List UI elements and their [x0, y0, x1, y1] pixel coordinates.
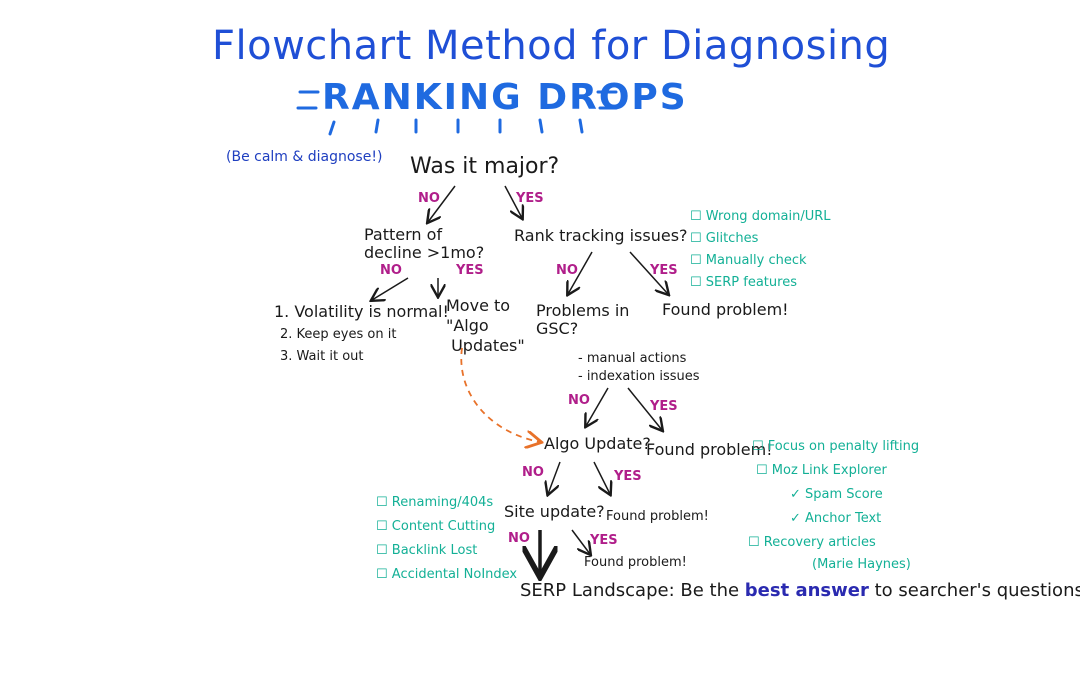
checklist-backlink-lost: ☐ Backlink Lost [376, 543, 478, 558]
checklist-marie-haynes: (Marie Haynes) [812, 557, 911, 572]
page-subtitle: RANKING DROPS [322, 77, 688, 118]
checklist-manually-check: ☐ Manually check [690, 253, 807, 268]
label-yes-gsc: YES [650, 399, 678, 414]
label-no-site: NO [508, 531, 530, 546]
checklist-recovery-articles: ☐ Recovery articles [748, 535, 876, 550]
arrow-rank-no [568, 251, 593, 294]
node-was-it-major: Was it major? [410, 154, 560, 179]
node-found-problem-4: Found problem! [584, 555, 687, 570]
checklist-content-cutting: ☐ Content Cutting [376, 519, 496, 534]
node-found-problem-2: Found problem! [646, 440, 773, 459]
calm-note: (Be calm & diagnose!) [226, 149, 383, 165]
serp-suffix: to searcher's questions. [874, 580, 1080, 601]
label-yes-algo: YES [614, 469, 642, 484]
arrow-site-yes [571, 529, 590, 554]
label-yes-site: YES [590, 533, 618, 548]
arrow-major-no [428, 185, 456, 222]
checklist-renaming-404s: ☐ Renaming/404s [376, 495, 494, 510]
checklist-penalty-lifting: ☐ Focus on penalty lifting [752, 439, 920, 454]
node-move-to-algo: Move to "Algo Updates" [446, 296, 525, 355]
node-algo-update: Algo Update? [544, 434, 651, 453]
arrow-rank-yes [629, 251, 668, 294]
node-found-problem-3: Found problem! [606, 509, 709, 524]
serp-prefix: SERP Landscape: Be the [520, 580, 740, 601]
page-title: Flowchart Method for Diagnosing [212, 23, 891, 69]
checklist-accidental-noindex: ☐ Accidental NoIndex [376, 567, 518, 582]
label-no-algo: NO [522, 465, 544, 480]
arrow-pattern-no [372, 277, 409, 300]
arrow-major-yes [504, 185, 522, 218]
gsc-item-manual-actions: - manual actions [578, 351, 687, 366]
label-no-rank: NO [556, 263, 578, 278]
node-problems-in-gsc: Problems in GSC? [536, 301, 630, 339]
arrow-algo-yes [593, 461, 610, 494]
node-site-update: Site update? [504, 502, 605, 521]
label-yes-rank: YES [650, 263, 678, 278]
sunburst-rays [296, 90, 618, 136]
serp-landscape-line: SERP Landscape: Be the best answer to se… [520, 582, 1080, 600]
label-yes-pattern: YES [456, 263, 484, 278]
arrow-gsc-no [586, 387, 609, 426]
volatility-step-3: 3. Wait it out [280, 349, 364, 364]
serp-best-answer: best answer [744, 580, 869, 601]
node-rank-tracking: Rank tracking issues? [514, 226, 688, 245]
checklist-glitches: ☐ Glitches [690, 231, 759, 246]
checklist-anchor-text: ✓ Anchor Text [790, 511, 882, 526]
label-no-pattern: NO [380, 263, 402, 278]
arrow-algo-no [548, 461, 561, 494]
arrow-gsc-yes [627, 387, 662, 430]
gsc-item-indexation: - indexation issues [578, 369, 700, 384]
volatility-step-2: 2. Keep eyes on it [280, 327, 397, 342]
checklist-moz-link-explorer: ☐ Moz Link Explorer [756, 463, 887, 478]
volatility-step-1: 1. Volatility is normal! [274, 302, 449, 321]
checklist-spam-score: ✓ Spam Score [790, 487, 883, 502]
node-pattern-of-decline: Pattern of decline >1mo? [364, 225, 485, 262]
label-yes-major: YES [516, 191, 544, 206]
checklist-serp-features: ☐ SERP features [690, 275, 797, 290]
label-no-gsc: NO [568, 393, 590, 408]
checklist-wrong-domain: ☐ Wrong domain/URL [690, 209, 831, 224]
dashed-arrow-to-algo [460, 347, 540, 442]
node-found-problem-1: Found problem! [662, 300, 789, 319]
label-no-major: NO [418, 191, 440, 206]
